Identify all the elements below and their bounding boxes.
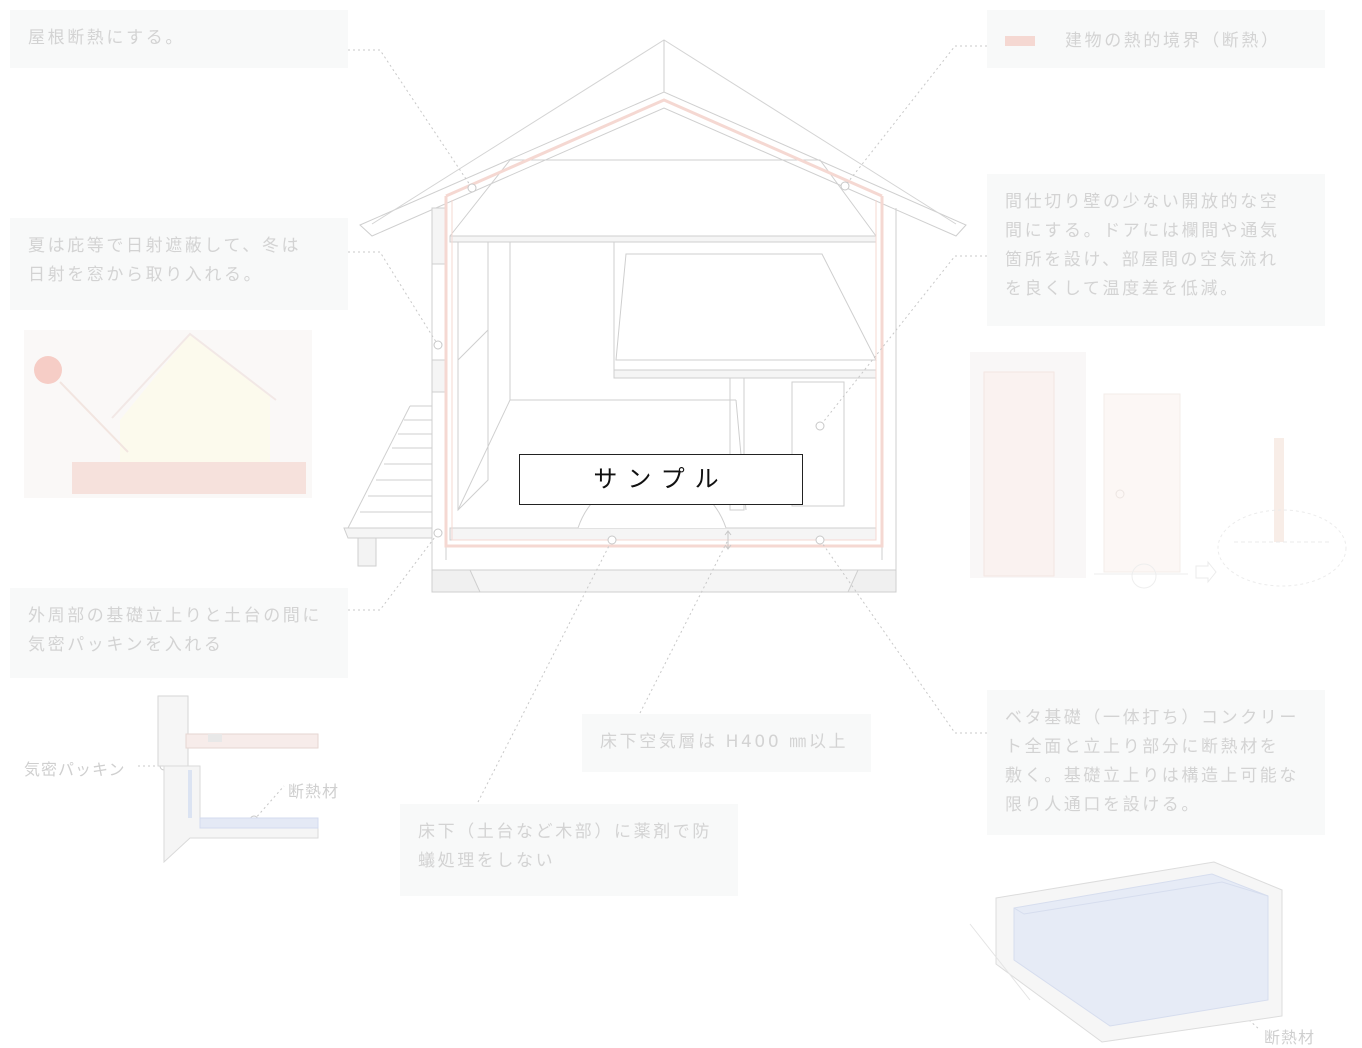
- slab-cut-line: [969, 923, 1031, 1001]
- leader-termite: [477, 539, 613, 803]
- dot-airtight: [433, 528, 443, 538]
- leader-sun: [348, 251, 439, 346]
- window-lower-sill: [431, 359, 447, 393]
- slab-inner-edge: [1013, 881, 1269, 915]
- deck-rail: [347, 405, 411, 529]
- packing-label: 気密パッキン: [24, 760, 126, 779]
- dot-termite: [607, 535, 617, 545]
- slab-insulation: [1013, 873, 1269, 1027]
- door-knob-icon: [1115, 489, 1125, 499]
- room-floor-edge: [457, 399, 511, 511]
- thermal-boundary-roof: [445, 98, 883, 198]
- dot-legend: [840, 181, 850, 191]
- note-roof-insulation: 屋根断熱にする。: [10, 10, 348, 68]
- roof-outer: [359, 91, 967, 237]
- dot-roof: [467, 183, 477, 193]
- detail-insulation-slab: [199, 817, 319, 829]
- door-illustration: [970, 352, 1347, 589]
- sun-house-body: [120, 334, 270, 462]
- slab-illustration: [969, 861, 1283, 1043]
- note-airtight-packing: 外周部の基礎立上りと土台の間に 気密パッキンを入れる: [10, 588, 348, 678]
- detail-zoom-circle: [1217, 509, 1347, 587]
- leader-openplan: [819, 255, 987, 427]
- ground-floor-slab: [449, 527, 877, 541]
- dot-openplan: [815, 421, 825, 431]
- upper-floor-slab: [613, 369, 877, 379]
- foundation-corner-left: [431, 569, 481, 593]
- deck-post: [357, 537, 377, 567]
- leader-detail-insulation: [253, 785, 285, 821]
- sun-illustration: [24, 330, 312, 498]
- sun-icon: [34, 356, 62, 384]
- foundation-corner-right: [847, 569, 897, 593]
- note-underfloor-air: 床下空気層は H400 ㎜以上: [582, 714, 871, 772]
- ceiling-slab: [449, 235, 877, 243]
- detail-floor-board: [185, 733, 319, 749]
- detail-bolt: [208, 734, 222, 742]
- thermal-boundary-inner: [451, 200, 877, 541]
- dot-sun: [433, 340, 443, 350]
- door-gap-circle: [1131, 563, 1157, 589]
- underfloor-height-marker: [724, 530, 732, 550]
- note-termite: 床下（土台など木部）に薬剤で防 蟻処理をしない: [400, 804, 738, 896]
- deck: [343, 405, 433, 567]
- foundation-base: [431, 569, 897, 593]
- partition-post: [729, 377, 745, 511]
- loft-volume: [615, 253, 877, 361]
- door-side-section: [1274, 438, 1284, 542]
- deck-slats: [360, 405, 432, 513]
- door-with-transom: [983, 371, 1055, 577]
- sun-ray: [59, 381, 129, 453]
- leader-legend: [844, 45, 987, 187]
- deck-floor: [343, 527, 433, 539]
- window-upper-sill: [431, 207, 447, 265]
- attic-line: [449, 159, 877, 237]
- leader-foundation: [819, 539, 987, 734]
- legend-label: 建物の熱的境界（断熱）: [1065, 31, 1281, 51]
- house-structure: [431, 159, 897, 593]
- detail-sill: [157, 695, 189, 767]
- thermal-boundary-walls: [444, 196, 884, 548]
- sun-ground: [72, 462, 306, 494]
- slab-insulation-label: 断熱材: [1264, 1028, 1316, 1047]
- sample-watermark: サンプル: [519, 454, 803, 505]
- window-left-divider: [457, 329, 489, 361]
- roof: [359, 39, 967, 237]
- legend: 建物の熱的境界（断熱）: [987, 10, 1325, 68]
- arrow-right-icon: [1195, 560, 1217, 584]
- leader-underfloor: [639, 539, 729, 714]
- door-illustration-bg: [970, 352, 1086, 578]
- leader-airtight: [348, 532, 439, 611]
- note-slab-foundation: ベタ基礎（一体打ち）コンクリー ト全面と立上り部分に断熱材を 敷く。基礎立上りは…: [987, 690, 1325, 835]
- door-plain: [1103, 393, 1181, 573]
- thermal-boundary: [444, 98, 884, 548]
- window-left-frame: [457, 241, 489, 512]
- note-open-plan: 間仕切り壁の少ない開放的な空 間にする。ドアには欄間や通気 箇所を設け、部屋間の…: [987, 174, 1325, 326]
- note-solar-shading: 夏は庇等で日射遮蔽して、冬は 日射を窓から取り入れる。: [10, 218, 348, 310]
- packing-detail: [157, 695, 319, 864]
- detail-insulation-label: 断熱材: [288, 782, 340, 801]
- interior-door: [791, 381, 845, 507]
- dot-foundation: [815, 535, 825, 545]
- leader-roof: [348, 49, 473, 189]
- sun-house-roof: [111, 332, 277, 419]
- legend-swatch: [1005, 36, 1035, 46]
